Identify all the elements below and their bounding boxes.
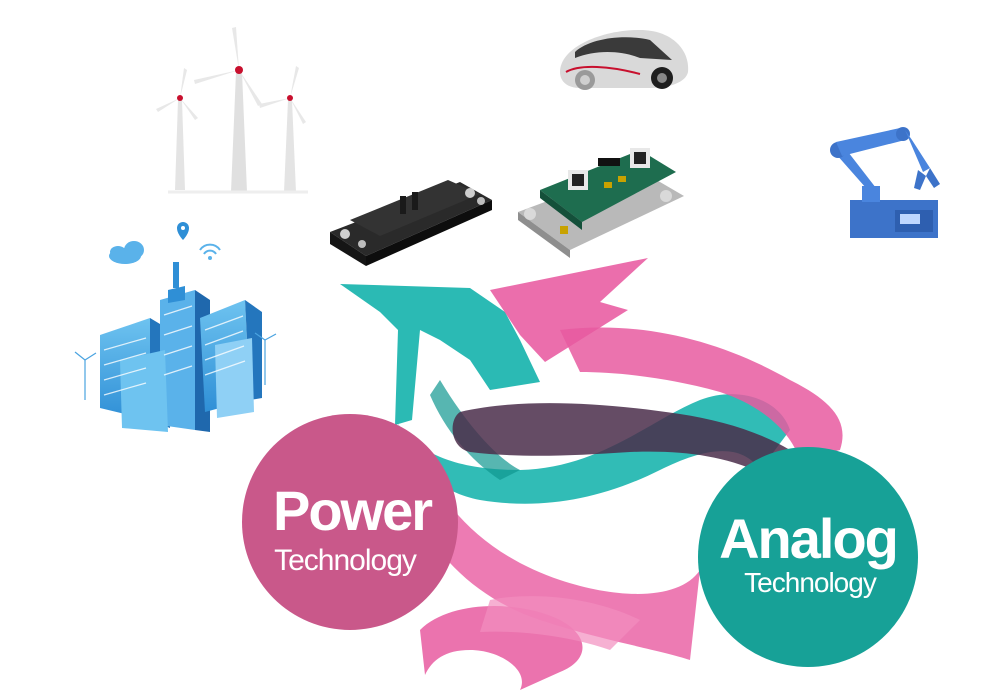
wind-turbines-icon (156, 27, 308, 194)
smart-city-icon (74, 222, 277, 432)
gate-driver-board-icon (518, 148, 684, 258)
analog-badge-title: Analog (719, 507, 897, 570)
analog-technology-badge: Analog Technology (698, 447, 918, 667)
analog-badge-circle (698, 447, 918, 667)
pink-ribbon-arrow (420, 258, 843, 690)
power-badge-title: Power (273, 479, 432, 542)
analog-badge-subtitle: Technology (744, 567, 877, 598)
electric-car-icon (560, 30, 689, 90)
igbt-power-module-icon (330, 180, 492, 266)
dark-ribbon-overlap (452, 403, 790, 472)
industrial-robot-arm-icon (830, 127, 940, 238)
power-badge-circle (242, 414, 458, 630)
power-technology-badge: Power Technology (242, 414, 458, 630)
power-badge-subtitle: Technology (274, 544, 417, 577)
